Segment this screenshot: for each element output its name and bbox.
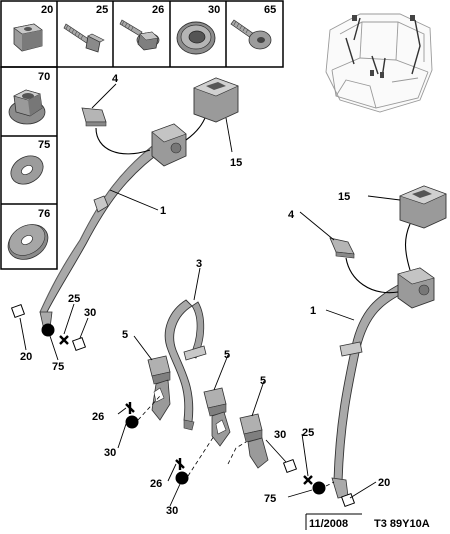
fastener-number: 65 bbox=[264, 4, 276, 16]
buckle-a bbox=[147, 355, 171, 421]
torx-screw-icon bbox=[230, 19, 272, 50]
grommet-icon bbox=[176, 21, 216, 55]
callout-left-anchor-bolt: 25 bbox=[68, 293, 80, 305]
callout-left-retractor-cover: 15 bbox=[230, 157, 242, 169]
callout-buckle-b: 5 bbox=[224, 349, 230, 361]
diagram-footer: 11/2008 T3 89Y10A bbox=[305, 513, 430, 530]
flange-bolt-icon bbox=[119, 19, 160, 51]
fastener-cell-26: 26 bbox=[119, 4, 164, 51]
fastener-cell-20: 20 bbox=[13, 4, 53, 52]
right-retractor bbox=[397, 267, 435, 309]
footer-reference: T3 89Y10A bbox=[374, 518, 430, 530]
buckle-b bbox=[203, 387, 231, 447]
left-guide-cover bbox=[81, 107, 107, 127]
callout-centre-belt: 3 bbox=[196, 258, 202, 270]
callout-labels: 4 15 1 20 75 25 30 3 5 5 5 26 30 26 30 4… bbox=[20, 73, 390, 517]
fastener-grid bbox=[0, 0, 284, 270]
fastener-symbols bbox=[10, 303, 356, 508]
plastic-clip-icon bbox=[13, 23, 43, 52]
callout-right-retractor-cover: 15 bbox=[338, 191, 350, 203]
right-guide-cover bbox=[329, 237, 355, 259]
callout-left-anchor-clip: 20 bbox=[20, 351, 32, 363]
callout-left-guide-cover: 4 bbox=[112, 73, 119, 85]
callout-right-anchor-clip: 20 bbox=[378, 477, 390, 489]
fastener-number: 70 bbox=[38, 71, 50, 83]
callout-right-anchor-grommet: 30 bbox=[274, 429, 286, 441]
callout-buckle-a-bolt: 26 bbox=[92, 411, 104, 423]
left-belt-guide bbox=[93, 195, 109, 213]
callout-left-anchor-grommet: 30 bbox=[84, 307, 96, 319]
callout-buckle-c: 5 bbox=[260, 375, 266, 387]
bolt-symbol bbox=[59, 335, 69, 345]
callout-left-belt: 1 bbox=[160, 205, 166, 217]
right-belt-webbing bbox=[333, 281, 411, 483]
assembly-lines bbox=[47, 323, 335, 487]
fastener-cell-30: 30 bbox=[176, 4, 220, 55]
fastener-cell-76: 76 bbox=[7, 208, 50, 260]
fastener-number: 76 bbox=[38, 208, 50, 220]
right-seat-belt-assembly bbox=[329, 185, 447, 499]
washer-symbol bbox=[41, 323, 55, 337]
washer-icon bbox=[10, 155, 44, 185]
grommet-symbol bbox=[71, 336, 87, 352]
callout-right-belt: 1 bbox=[310, 305, 316, 317]
fastener-number: 75 bbox=[38, 139, 50, 151]
callout-left-anchor-washer: 75 bbox=[52, 361, 64, 373]
callout-buckle-a: 5 bbox=[122, 329, 128, 341]
callout-right-anchor-bolt: 25 bbox=[302, 427, 314, 439]
clip-symbol bbox=[10, 303, 26, 319]
left-retractor bbox=[151, 123, 187, 167]
left-belt-webbing bbox=[39, 139, 167, 315]
callout-right-guide-cover: 4 bbox=[288, 209, 295, 221]
fastener-number: 26 bbox=[152, 4, 164, 16]
fastener-cell-75: 75 bbox=[10, 139, 50, 185]
buckle-c bbox=[239, 413, 269, 469]
callout-buckle-b-bolt: 26 bbox=[150, 478, 162, 490]
right-retractor-cover bbox=[399, 185, 447, 229]
fastener-number: 25 bbox=[96, 4, 108, 16]
spacer-washer-icon bbox=[7, 224, 49, 260]
left-retractor-cover bbox=[193, 77, 239, 123]
callout-buckle-b-grommet: 30 bbox=[166, 505, 178, 517]
fastener-cell-70: 70 bbox=[8, 71, 50, 125]
footer-date-code: 11/2008 bbox=[309, 518, 348, 530]
flange-nut-icon bbox=[8, 89, 46, 125]
rear-seat-location-thumbnail bbox=[325, 13, 433, 113]
fastener-number: 30 bbox=[208, 4, 220, 16]
callout-buckle-a-grommet: 30 bbox=[104, 447, 116, 459]
fastener-cell-65: 65 bbox=[230, 4, 276, 50]
bolt-icon bbox=[63, 23, 105, 53]
callout-right-anchor-washer: 75 bbox=[264, 493, 276, 505]
left-seat-belt-assembly bbox=[39, 77, 239, 331]
fastener-cell-25: 25 bbox=[63, 4, 108, 53]
centre-belt-assembly bbox=[164, 299, 207, 431]
fastener-number: 20 bbox=[41, 4, 53, 16]
leader-lines bbox=[19, 83, 401, 507]
